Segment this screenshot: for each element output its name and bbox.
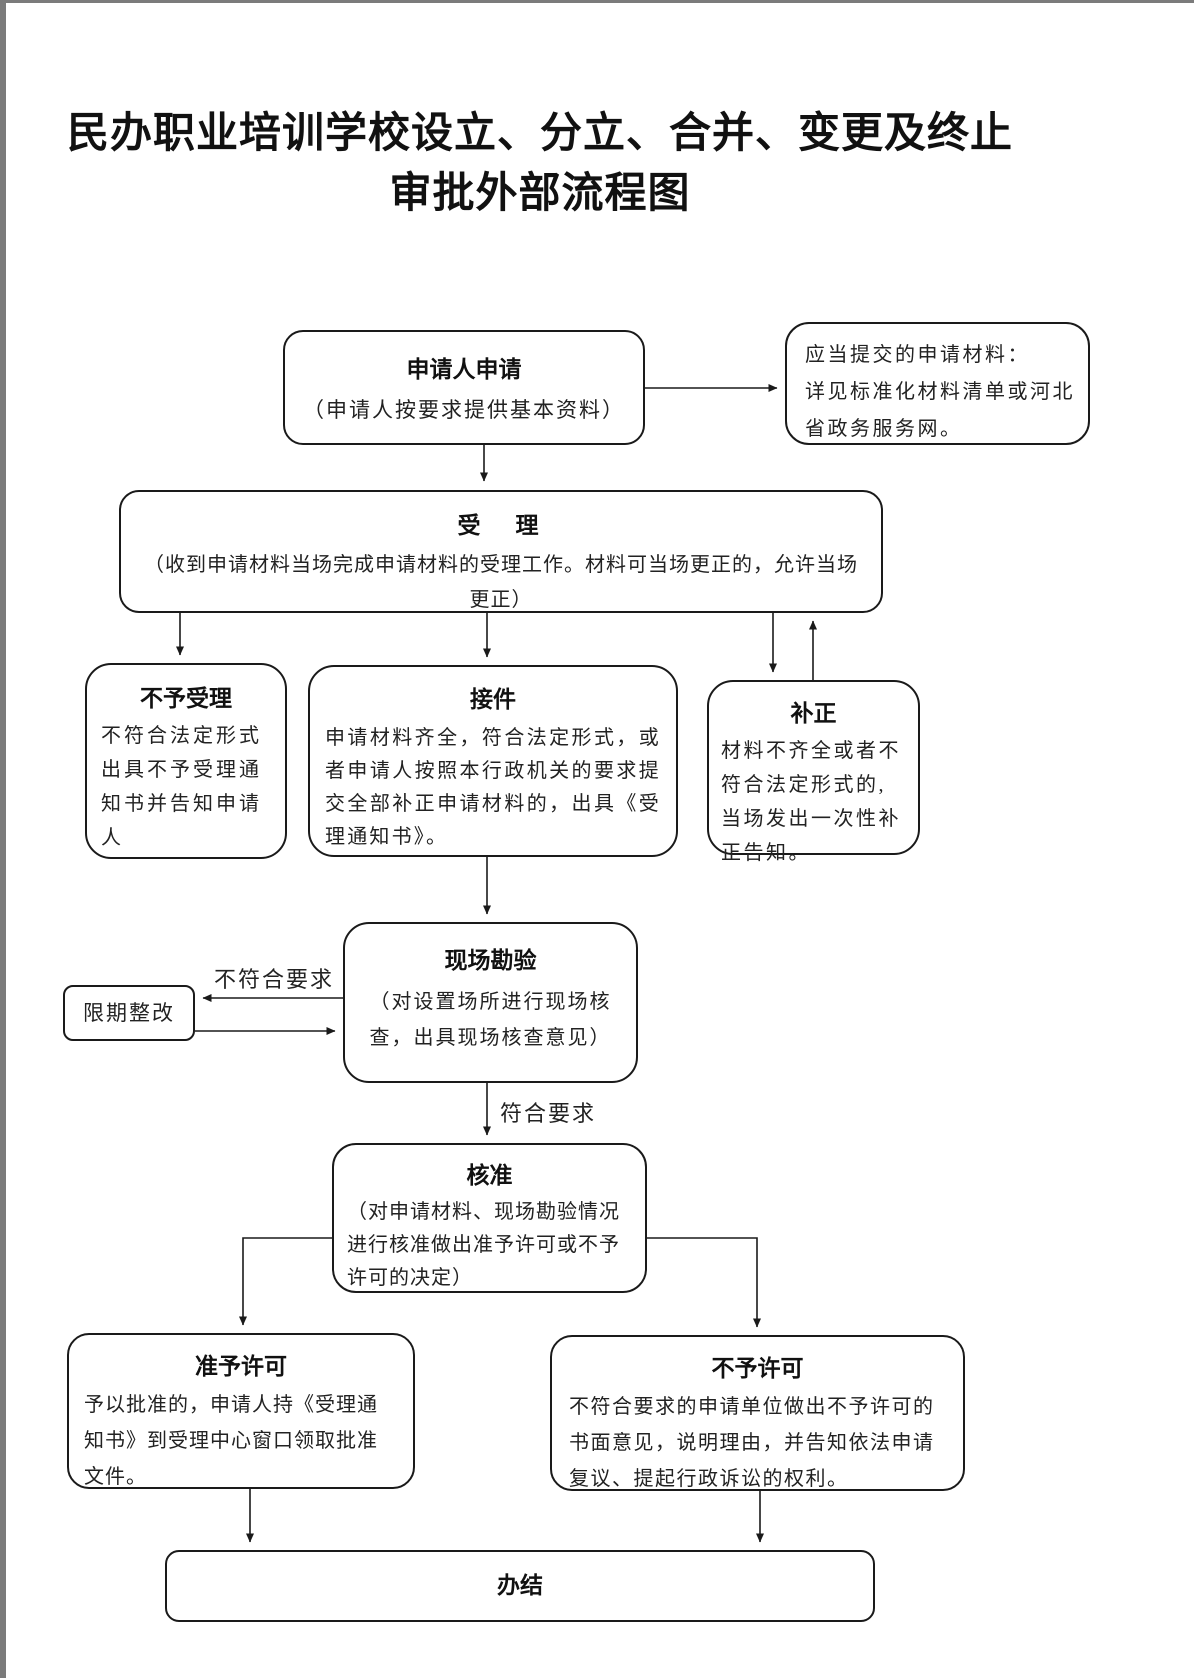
node-completed: 办结 (165, 1550, 875, 1622)
node-applicant-apply: 申请人申请 （申请人按要求提供基本资料） (283, 330, 645, 445)
page-title-line2: 审批外部流程图 (389, 171, 691, 217)
node-permission-granted-title: 准予许可 (195, 1354, 287, 1379)
node-receive-documents-title: 接件 (470, 687, 516, 712)
scan-border-left (0, 0, 6, 1678)
node-approval-check: 核准 （对申请材料、现场勘验情况进行核准做出准予许可或不予许可的决定） (332, 1143, 647, 1293)
node-permission-denied-body: 不符合要求的申请单位做出不予许可的书面意见，说明理由，并告知依法申请复议、提起行… (569, 1396, 935, 1490)
node-rectify-deadline-label: 限期整改 (83, 1001, 175, 1025)
arrow-check-to-deny (647, 1237, 761, 1328)
node-not-accepted-body: 不符合法定形式出具不予受理通知书并告知申请人 (101, 725, 262, 849)
node-required-materials-line1: 应当提交的申请材料： (805, 344, 1030, 366)
node-supplement-correction-title: 补正 (790, 701, 837, 726)
node-acceptance-title: 受 理 (457, 513, 545, 538)
edge-label-meet-requirements: 符合要求 (500, 1101, 597, 1126)
node-supplement-correction: 补正 材料不齐全或者不符合法定形式的,当场发出一次性补正告知。 (707, 680, 920, 864)
node-site-survey-body: （对设置场所进行现场核查，出具现场核查意见） (369, 991, 612, 1049)
node-acceptance: 受 理 （收到申请材料当场完成申请材料的受理工作。材料可当场更正的，允许当场更正… (119, 490, 883, 613)
node-approval-check-title: 核准 (466, 1163, 513, 1188)
page-title-line1: 民办职业培训学校设立、分立、合并、变更及终止 (66, 111, 1013, 157)
node-applicant-apply-body: （申请人按要求提供基本资料） (303, 398, 625, 422)
page-title: 民办职业培训学校设立、分立、合并、变更及终止 审批外部流程图 (0, 104, 1080, 224)
node-rectify-deadline: 限期整改 (63, 985, 195, 1041)
node-required-materials: 应当提交的申请材料： 详见标准化材料清单或河北省政务服务网。 (785, 322, 1090, 445)
node-not-accepted-title: 不予受理 (140, 686, 232, 711)
node-applicant-apply-title: 申请人申请 (406, 357, 522, 382)
node-permission-denied: 不予许可 不符合要求的申请单位做出不予许可的书面意见，说明理由，并告知依法申请复… (550, 1335, 965, 1491)
scan-border-top (0, 0, 1194, 3)
node-receive-documents: 接件 申请材料齐全，符合法定形式，或者申请人按照本行政机关的要求提交全部补正申请… (308, 665, 678, 857)
node-not-accepted: 不予受理 不符合法定形式出具不予受理通知书并告知申请人 (85, 663, 287, 859)
node-completed-title: 办结 (497, 1573, 543, 1598)
node-supplement-correction-body: 材料不齐全或者不符合法定形式的,当场发出一次性补正告知。 (721, 740, 901, 864)
node-site-survey-title: 现场勘验 (444, 948, 537, 973)
node-site-survey: 现场勘验 （对设置场所进行现场核查，出具现场核查意见） (343, 922, 638, 1083)
node-required-materials-line2: 详见标准化材料清单或河北省政务服务网。 (805, 381, 1075, 440)
node-permission-granted-body: 予以批准的，申请人持《受理通知书》到受理中心窗口领取批准文件。 (84, 1394, 378, 1488)
node-permission-granted: 准予许可 予以批准的，申请人持《受理通知书》到受理中心窗口领取批准文件。 (67, 1333, 415, 1489)
arrow-check-to-grant (239, 1237, 332, 1326)
node-acceptance-body: （收到申请材料当场完成申请材料的受理工作。材料可当场更正的，允许当场更正） (144, 554, 858, 611)
node-permission-denied-title: 不予许可 (711, 1356, 804, 1381)
edge-label-not-meet-requirements: 不符合要求 (213, 967, 334, 992)
node-receive-documents-body: 申请材料齐全，符合法定形式，或者申请人按照本行政机关的要求提交全部补正申请材料的… (325, 727, 661, 848)
node-approval-check-body: （对申请材料、现场勘验情况进行核准做出准予许可或不予许可的决定） (347, 1201, 620, 1289)
